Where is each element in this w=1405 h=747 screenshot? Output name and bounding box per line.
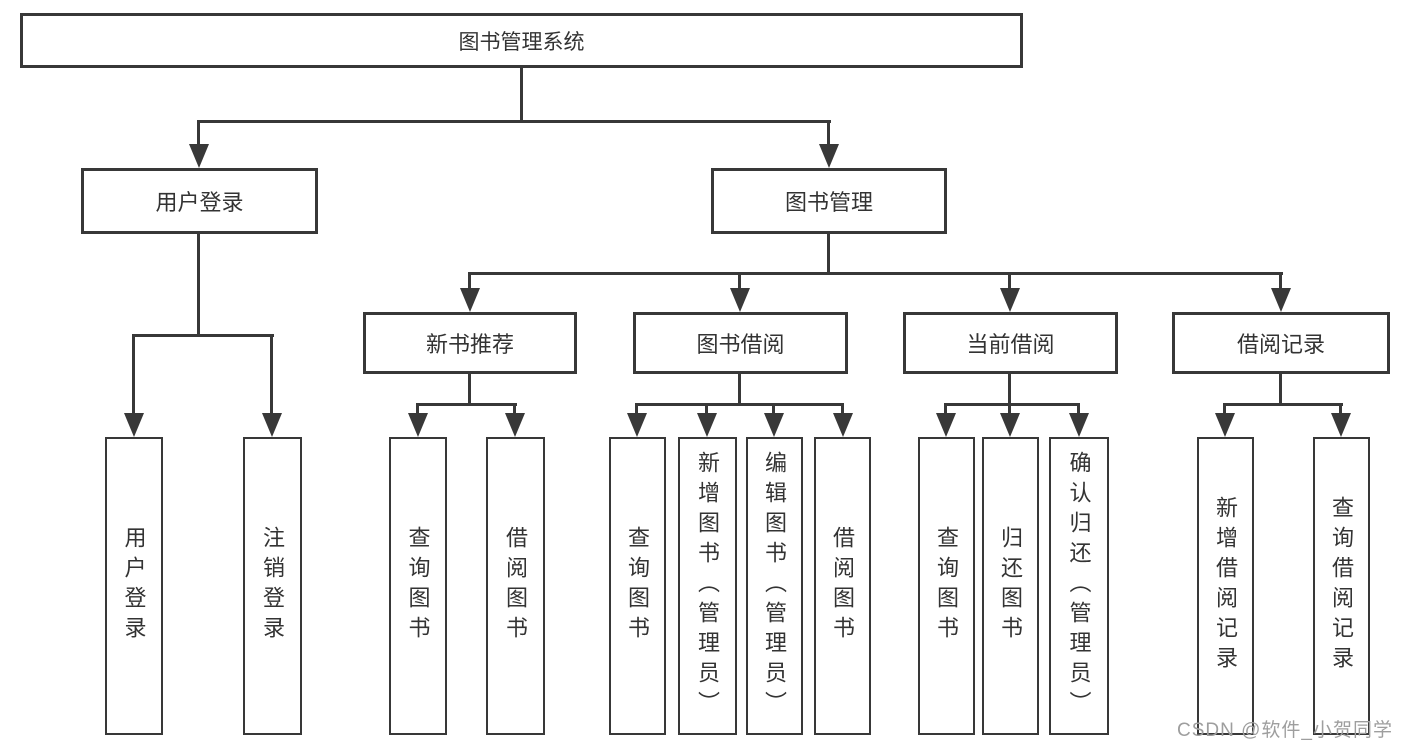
leaf-label: 借阅图书 [830, 526, 856, 646]
arrow-to-current-borrow [999, 273, 1020, 312]
leaf-label: 确认归还（管理员） [1066, 451, 1092, 721]
node-library-management-system: 图书管理系统 [20, 13, 1023, 68]
node-user-login: 用户登录 [81, 168, 318, 234]
leaf-logout: 注销登录 [243, 437, 302, 735]
connector-borrow-records-rail [1223, 403, 1343, 406]
connector-book-mgmt-stem [827, 234, 830, 275]
leaf-label: 新增图书（管理员） [695, 451, 721, 721]
connector-user-login-stem [197, 234, 200, 336]
connector-user-login-rail [132, 334, 274, 337]
arrow-to-leaf-logout [261, 335, 282, 437]
connector-root-stem [520, 68, 523, 121]
leaf-add-books-admin: 新增图书（管理员） [678, 437, 737, 735]
arrow-to-book-borrow [729, 273, 750, 312]
node-borrow-records: 借阅记录 [1172, 312, 1390, 374]
leaf-label: 归还图书 [998, 526, 1024, 646]
arrow-leaf [407, 404, 428, 437]
arrow-leaf [763, 404, 784, 437]
leaf-query-books: 查询图书 [918, 437, 975, 735]
connector-book-borrow-stem [738, 374, 741, 406]
leaf-return-books: 归还图书 [982, 437, 1039, 735]
leaf-query-borrow-record: 查询借阅记录 [1313, 437, 1370, 735]
connector-current-borrow-stem [1008, 374, 1011, 406]
node-book-management: 图书管理 [711, 168, 947, 234]
leaf-label: 查询图书 [625, 526, 651, 646]
leaf-borrow-books: 借阅图书 [814, 437, 871, 735]
leaf-confirm-return-admin: 确认归还（管理员） [1049, 437, 1109, 735]
arrow-leaf [1330, 404, 1351, 437]
arrow-leaf [1068, 404, 1089, 437]
leaf-label: 查询图书 [405, 526, 431, 646]
connector-new-book-rail [416, 403, 517, 406]
arrow-to-book-management [818, 121, 839, 168]
arrow-leaf [1214, 404, 1235, 437]
connector-level2-rail [468, 272, 1283, 275]
leaf-label: 查询借阅记录 [1329, 496, 1355, 676]
leaf-user-login: 用户登录 [105, 437, 163, 735]
leaf-label: 用户登录 [121, 526, 147, 646]
node-new-book-recommend: 新书推荐 [363, 312, 577, 374]
leaf-label: 注销登录 [260, 526, 286, 646]
leaf-edit-books-admin: 编辑图书（管理员） [746, 437, 803, 735]
arrow-to-borrow-records [1270, 273, 1291, 312]
connector-book-borrow-rail [635, 403, 844, 406]
connector-current-borrow-rail [944, 403, 1080, 406]
leaf-label: 借阅图书 [503, 526, 529, 646]
leaf-query-books: 查询图书 [609, 437, 666, 735]
arrow-to-leaf-user-login [123, 335, 144, 437]
connector-level1-rail [197, 120, 831, 123]
node-book-borrow: 图书借阅 [633, 312, 848, 374]
leaf-borrow-books: 借阅图书 [486, 437, 545, 735]
leaf-label: 查询图书 [934, 526, 960, 646]
connector-borrow-records-stem [1279, 374, 1282, 406]
arrow-to-new-book-recommend [459, 273, 480, 312]
csdn-watermark: CSDN @软件_小贺同学 [1177, 720, 1393, 741]
arrow-leaf [626, 404, 647, 437]
arrow-to-user-login [188, 121, 209, 168]
leaf-add-borrow-record: 新增借阅记录 [1197, 437, 1254, 735]
leaf-label: 新增借阅记录 [1213, 496, 1239, 676]
arrow-leaf [832, 404, 853, 437]
arrow-leaf [696, 404, 717, 437]
node-current-borrow: 当前借阅 [903, 312, 1118, 374]
connector-new-book-stem [468, 374, 471, 406]
arrow-leaf [999, 404, 1020, 437]
leaf-query-books: 查询图书 [389, 437, 447, 735]
leaf-label: 编辑图书（管理员） [762, 451, 788, 721]
arrow-leaf [935, 404, 956, 437]
arrow-leaf [504, 404, 525, 437]
